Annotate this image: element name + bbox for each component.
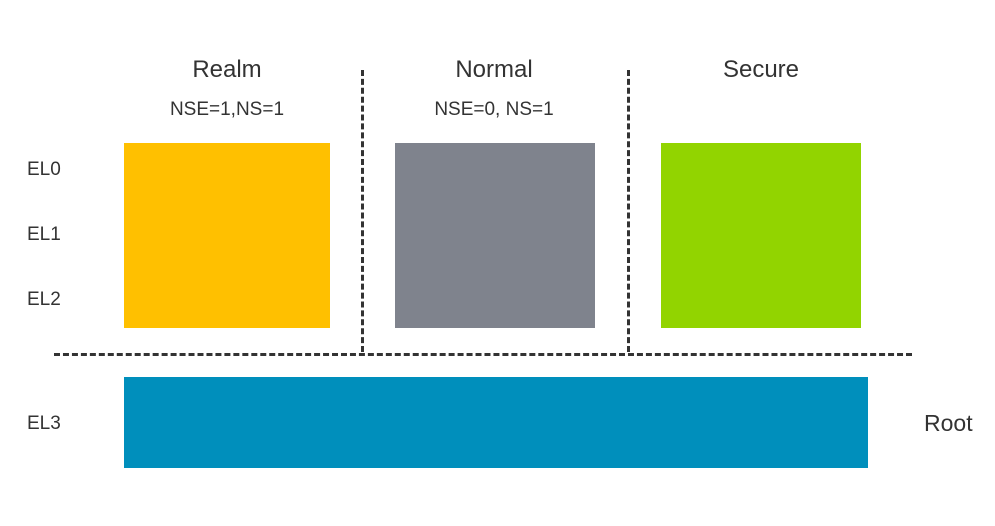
- el3-divider: [54, 353, 912, 356]
- secure-world-block: [661, 143, 861, 328]
- normal-world-block: [395, 143, 595, 328]
- realm-normal-divider: [361, 70, 364, 352]
- normal-security-bits: NSE=0, NS=1: [434, 99, 554, 120]
- root-label: Root: [924, 410, 973, 436]
- normal-title: Normal: [455, 56, 533, 83]
- el3-label: EL3: [27, 413, 61, 434]
- el2-label: EL2: [27, 289, 61, 310]
- secure-title: Secure: [722, 56, 800, 83]
- el0-label: EL0: [27, 159, 61, 180]
- realm-world-block: [124, 143, 330, 328]
- el1-label: EL1: [27, 224, 61, 245]
- realm-title: Realm: [192, 56, 262, 83]
- root-world-block: [124, 377, 868, 468]
- normal-secure-divider: [627, 70, 630, 352]
- realm-security-bits: NSE=1,NS=1: [169, 99, 285, 120]
